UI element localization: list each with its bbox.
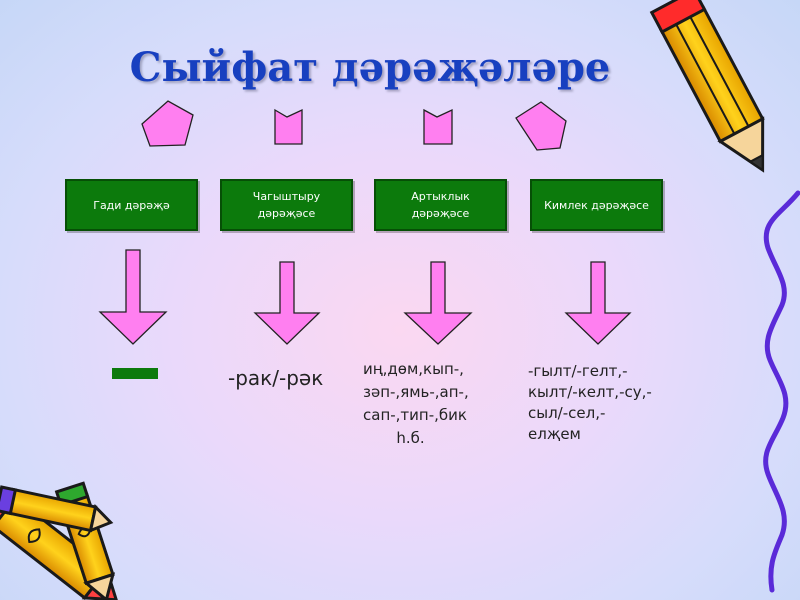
connector-shape-3	[423, 108, 453, 145]
suffix-text-2: -рак/-рәк	[228, 366, 324, 390]
pencil-icon	[649, 0, 765, 173]
connector-shape-2	[274, 108, 303, 145]
category-box-2: Чагыштыру дәрәҗәсе	[220, 179, 353, 231]
suffix-text-3: иң,дөм,кып-, зәп-,ямь-,ап-, сап-,тип-,би…	[363, 360, 469, 447]
decorative-squiggle	[763, 190, 800, 593]
down-arrow-1	[98, 249, 168, 345]
dash-mark	[112, 368, 158, 379]
category-label: Чагыштыру дәрәҗәсе	[252, 190, 321, 220]
category-box-3: Артыклык дәрәҗәсе	[374, 179, 507, 231]
category-label: Артыклык дәрәҗәсе	[411, 190, 470, 220]
down-arrow-2	[253, 261, 321, 345]
category-box-4: Кимлек дәрәҗәсе	[530, 179, 663, 231]
page-title: Сыйфат дәрәҗәләре	[129, 44, 611, 91]
category-label: Кимлек дәрәҗәсе	[544, 198, 649, 212]
down-arrow-3	[403, 261, 473, 345]
connector-shape-1	[141, 100, 194, 147]
connector-shape-4	[515, 101, 567, 151]
crayon-icon	[0, 485, 114, 533]
down-arrow-4	[564, 261, 632, 345]
category-box-1: Гади дәрәҗә	[65, 179, 198, 231]
category-label: Гади дәрәҗә	[93, 198, 170, 212]
suffix-text-4: -гылт/-гелт,- кылт/-келт,-су,- сыл/-сел,…	[528, 362, 652, 443]
